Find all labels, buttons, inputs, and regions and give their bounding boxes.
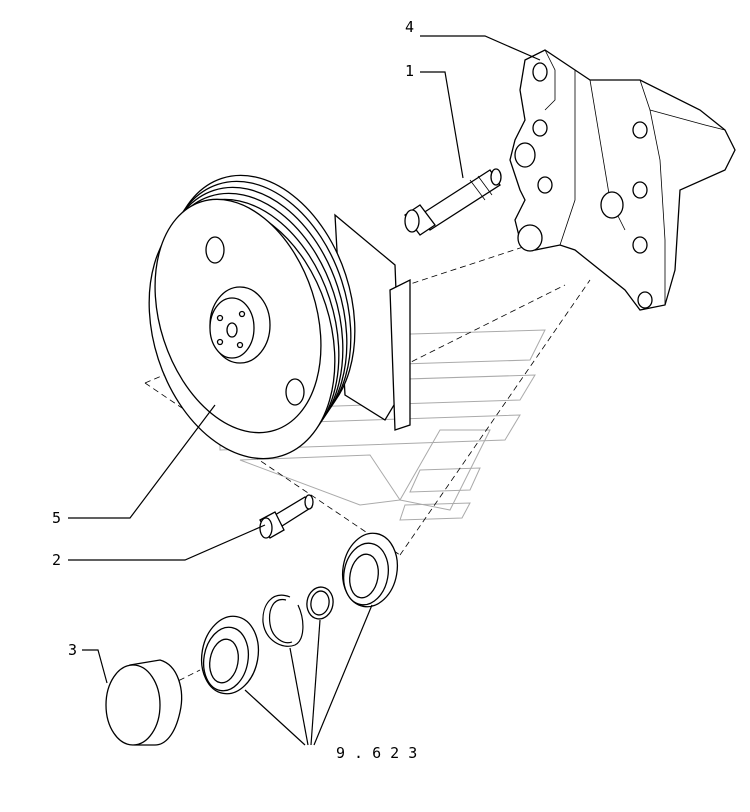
- callout-2: 2: [52, 551, 61, 569]
- callout-5: 5: [52, 509, 61, 527]
- callout-9623: 9 . 6 2 3: [336, 744, 417, 762]
- bearing-small: [200, 615, 260, 695]
- pulley-pump: [148, 174, 411, 460]
- long-bolt: [404, 168, 502, 236]
- leader-lines: [68, 35, 541, 746]
- circlip: [262, 594, 304, 647]
- callout-4: 4: [405, 18, 414, 36]
- short-bolt: [259, 494, 314, 539]
- callout-labels: 4 1 5 2 3 9 . 6 2 3: [52, 18, 417, 762]
- bearing-large: [341, 532, 399, 608]
- small-ring: [306, 586, 334, 620]
- callout-3: 3: [68, 641, 77, 659]
- callout-1: 1: [405, 62, 414, 80]
- end-cap: [105, 659, 183, 746]
- bracket-housing: [509, 49, 736, 311]
